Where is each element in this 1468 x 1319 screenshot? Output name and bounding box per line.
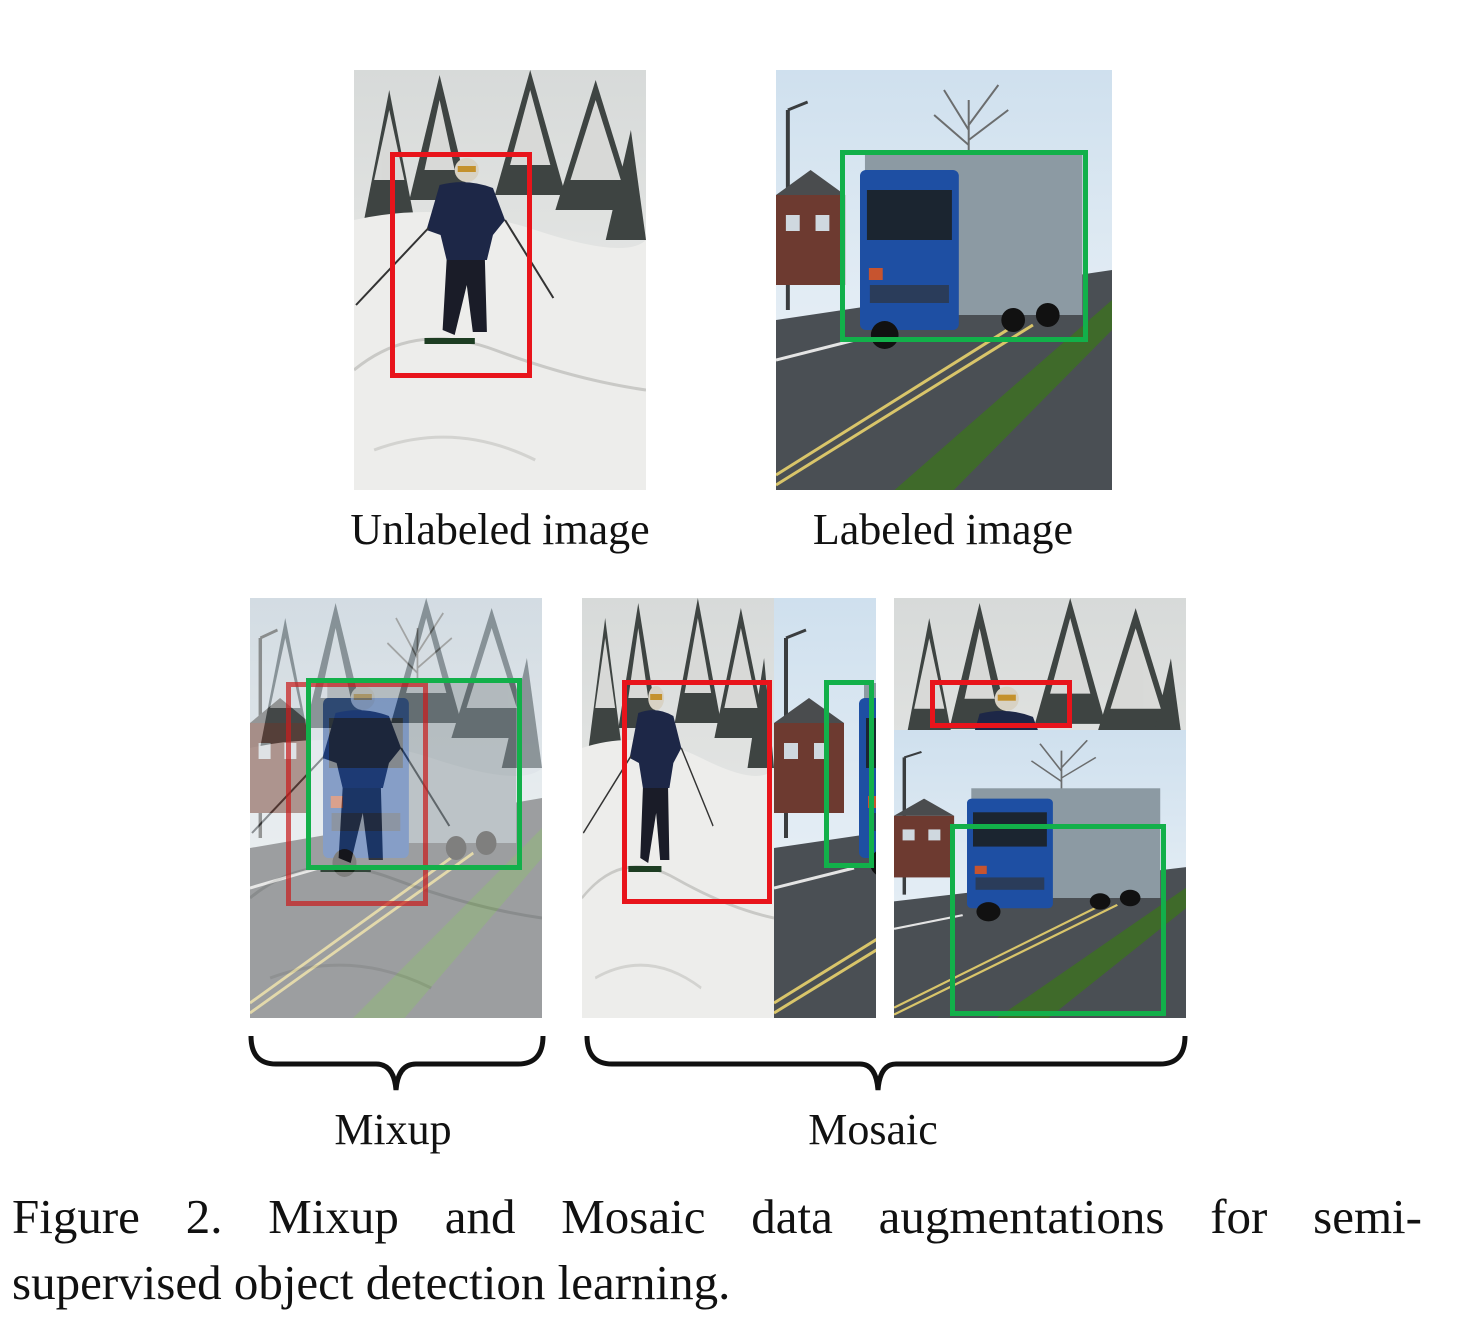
truck-bounding-box (840, 150, 1088, 342)
mosaic-image-2 (894, 598, 1186, 1018)
mosaic2-truck-box (950, 824, 1166, 1016)
unlabeled-image (354, 70, 646, 490)
mixup-image (250, 598, 542, 1018)
labeled-image (776, 70, 1112, 490)
mosaic1-truck-box (824, 680, 874, 868)
mixup-label: Mixup (334, 1105, 452, 1154)
unlabeled-image-label: Unlabeled image (350, 505, 650, 554)
mosaic-image-1 (582, 598, 876, 1018)
labeled-image-label: Labeled image (812, 505, 1074, 554)
figure-caption: Figure 2. Mixup and Mosaic data augmenta… (12, 1184, 1422, 1316)
mosaic-label: Mosaic (808, 1105, 938, 1154)
mixup-truck-box (306, 678, 522, 870)
mixup-brace (248, 1035, 546, 1091)
mosaic-brace (584, 1035, 1188, 1091)
mosaic2-skier-box (930, 680, 1072, 728)
mosaic1-skier-box (622, 680, 772, 904)
caption-line-1: Figure 2. Mixup and Mosaic data augmenta… (12, 1189, 1422, 1244)
mixup-skier-box (286, 682, 428, 906)
caption-line-2: supervised object detection learning. (12, 1255, 731, 1310)
skier-bounding-box (390, 152, 532, 378)
